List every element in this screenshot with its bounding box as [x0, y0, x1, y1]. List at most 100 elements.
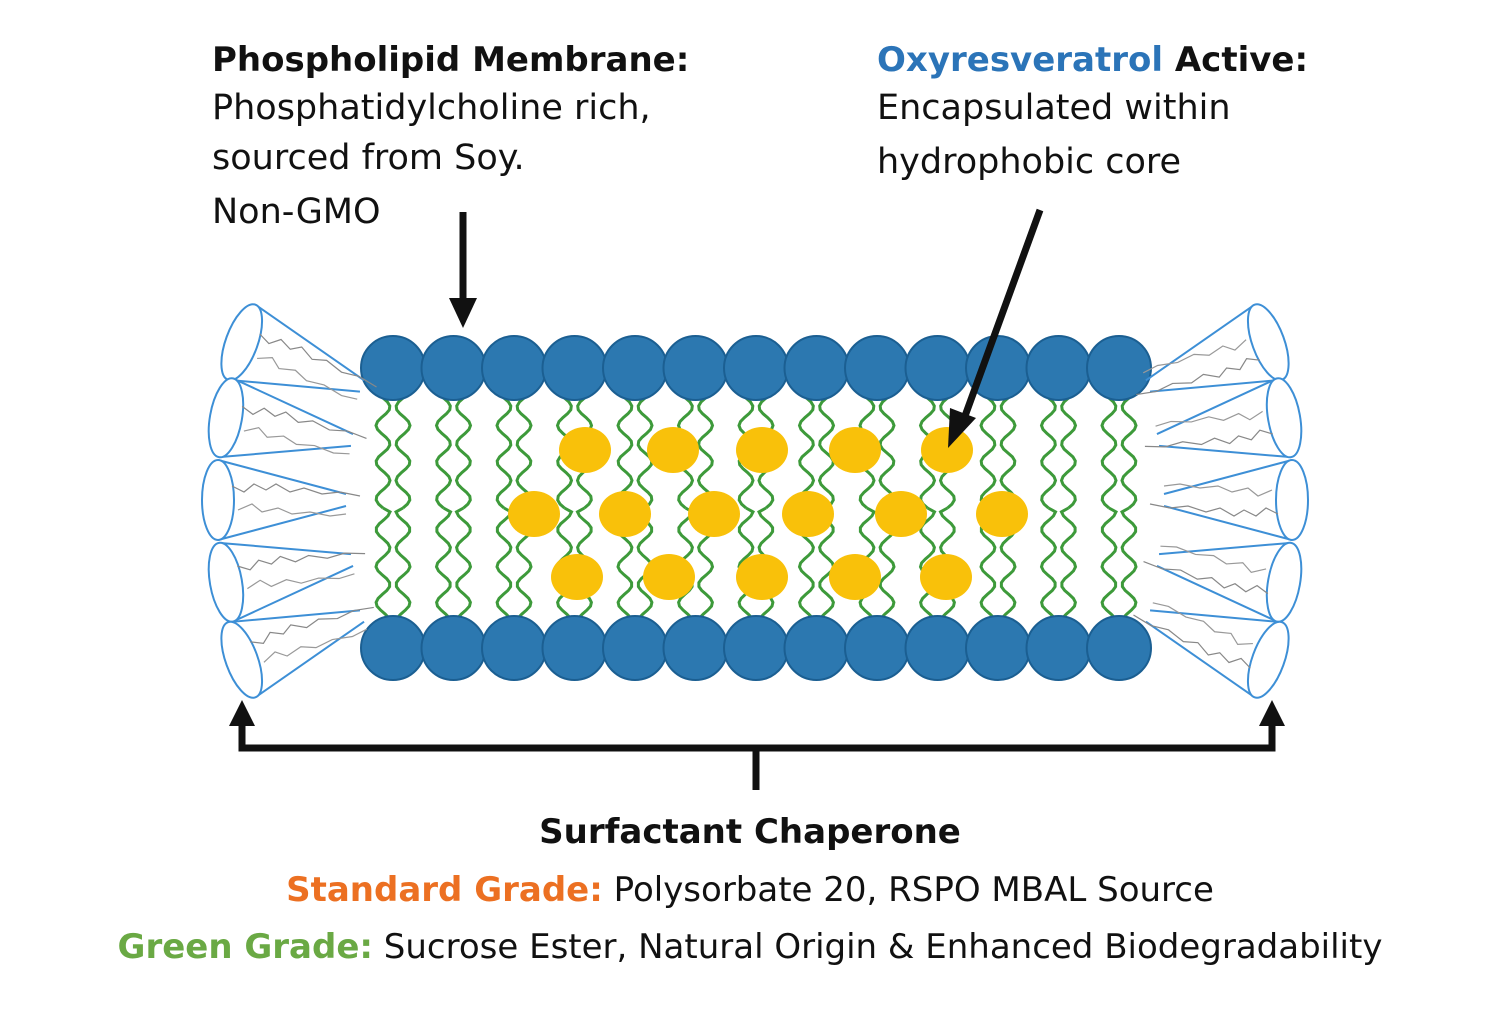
- membrane-line-2: sourced from Soy.: [212, 138, 525, 178]
- surfactant-cone: [1143, 541, 1303, 623]
- upper-tail: [878, 396, 896, 510]
- phospholipid-head-top: [602, 335, 668, 401]
- membrane-label: Phospholipid Membrane: Phosphatidylcholi…: [212, 40, 689, 240]
- upper-tail: [454, 396, 473, 510]
- lower-tail: [737, 506, 755, 620]
- phospholipid-heads: [360, 335, 1152, 681]
- upper-tail: [1059, 396, 1078, 510]
- phospholipid-head-bottom: [1086, 615, 1152, 681]
- surfactant-cone: [1149, 459, 1309, 541]
- upper-tail: [979, 396, 997, 510]
- oxyresveratrol-dot: [688, 491, 740, 537]
- phospholipid-head-top: [1025, 335, 1092, 401]
- surfactant-cones: [201, 303, 1309, 699]
- lower-tail: [1039, 506, 1058, 620]
- upper-tail: [1039, 396, 1058, 510]
- phospholipid-head-bottom: [420, 615, 487, 681]
- phospholipid-head-top: [844, 335, 910, 401]
- surfactant-cone: [207, 377, 367, 459]
- lower-tail: [374, 506, 392, 620]
- pointer-arrows: [229, 208, 1285, 790]
- upper-tail: [515, 396, 533, 510]
- upper-tail: [999, 396, 1017, 510]
- active-arrowhead: [948, 408, 976, 448]
- phospholipid-head-top: [420, 335, 487, 401]
- phospholipid-head-bottom: [1025, 615, 1092, 681]
- membrane-line-3: Non-GMO: [212, 192, 381, 232]
- phospholipid-head-bottom: [360, 615, 426, 681]
- surfactant-cone: [1133, 602, 1290, 699]
- oxyresveratrol-dot: [829, 427, 881, 473]
- phospholipid-head-top: [541, 335, 608, 401]
- lower-tail: [495, 506, 513, 620]
- oxyresveratrol-dot: [643, 554, 695, 600]
- surfactant-cone: [220, 606, 374, 699]
- phospholipid-head-bottom: [662, 615, 729, 681]
- phospholipid-head-top: [360, 335, 426, 401]
- phospholipid-head-top: [783, 335, 850, 401]
- phospholipid-head-bottom: [844, 615, 910, 681]
- lower-tail: [394, 506, 412, 620]
- phospholipid-head-bottom: [541, 615, 608, 681]
- lower-tail: [434, 506, 453, 620]
- upper-tail: [495, 396, 513, 510]
- oxyresveratrol-dot: [875, 491, 927, 537]
- oxyresveratrol-dot: [736, 554, 788, 600]
- phospholipid-head-top: [1086, 335, 1152, 401]
- surfactant-cone: [207, 541, 366, 623]
- standard-grade-text: Polysorbate 20, RSPO MBAL Source: [602, 870, 1214, 910]
- upper-tail: [1120, 396, 1138, 510]
- phospholipid-head-bottom: [602, 615, 668, 681]
- active-title-highlight: Oxyresveratrol: [877, 40, 1164, 80]
- upper-tail: [616, 396, 634, 510]
- surfactant-cone: [1144, 377, 1303, 459]
- phospholipid-head-bottom: [723, 615, 789, 681]
- lower-tail: [1100, 506, 1118, 620]
- oxyresveratrol-dot: [736, 427, 788, 473]
- upper-tail: [696, 396, 715, 510]
- oxyresveratrol-dot: [921, 427, 973, 473]
- green-grade-text: Sucrose Ester, Natural Origin & Enhanced…: [372, 927, 1383, 967]
- phospholipid-head-bottom: [783, 615, 850, 681]
- surfactant-bracket: [238, 722, 1276, 752]
- right-bracket-arrowhead: [1259, 700, 1285, 726]
- surfactant-title: Surfactant Chaperone: [539, 812, 961, 852]
- green-grade-label: Green Grade:: [117, 927, 373, 967]
- oxyresveratrol-dot: [782, 491, 834, 537]
- phospholipid-head-bottom: [904, 615, 971, 681]
- phospholipid-head-top: [723, 335, 789, 401]
- surfactant-cone: [1136, 303, 1290, 396]
- green-grade-line: Green Grade: Sucrose Ester, Natural Orig…: [0, 927, 1500, 967]
- active-line-2: hydrophobic core: [877, 142, 1182, 182]
- oxyresveratrol-dot: [508, 491, 560, 537]
- phospholipid-head-bottom: [965, 615, 1031, 681]
- oxyresveratrol-molecules: [508, 427, 1028, 600]
- oxyresveratrol-dot: [599, 491, 651, 537]
- oxyresveratrol-dot: [551, 554, 603, 600]
- active-label: Oxyresveratrol Active: Encapsulated with…: [877, 40, 1308, 190]
- membrane-arrowhead: [449, 298, 477, 328]
- active-title-rest: Active:: [1163, 40, 1309, 80]
- active-line-1: Encapsulated within: [877, 88, 1231, 128]
- oxyresveratrol-dot: [829, 554, 881, 600]
- upper-tail: [434, 396, 453, 510]
- oxyresveratrol-dot: [647, 427, 699, 473]
- lower-tail: [1120, 506, 1138, 620]
- phospholipid-head-top: [904, 335, 971, 401]
- surfactant-cone: [201, 459, 361, 541]
- membrane-title-colon: :: [675, 40, 690, 80]
- lower-tail: [454, 506, 473, 620]
- upper-tail: [817, 396, 836, 510]
- standard-grade-label: Standard Grade:: [286, 870, 603, 910]
- upper-tail: [636, 396, 654, 510]
- phospholipid-head-top: [662, 335, 729, 401]
- phospholipid-head-top: [481, 335, 547, 401]
- left-bracket-arrowhead: [229, 700, 255, 726]
- oxyresveratrol-dot: [920, 554, 972, 600]
- standard-grade-line: Standard Grade: Polysorbate 20, RSPO MBA…: [0, 870, 1500, 910]
- membrane-line-1: Phosphatidylcholine rich,: [212, 88, 651, 128]
- membrane-title: Phospholipid Membrane: [212, 40, 676, 80]
- upper-tail: [797, 396, 816, 510]
- phospholipid-head-bottom: [481, 615, 547, 681]
